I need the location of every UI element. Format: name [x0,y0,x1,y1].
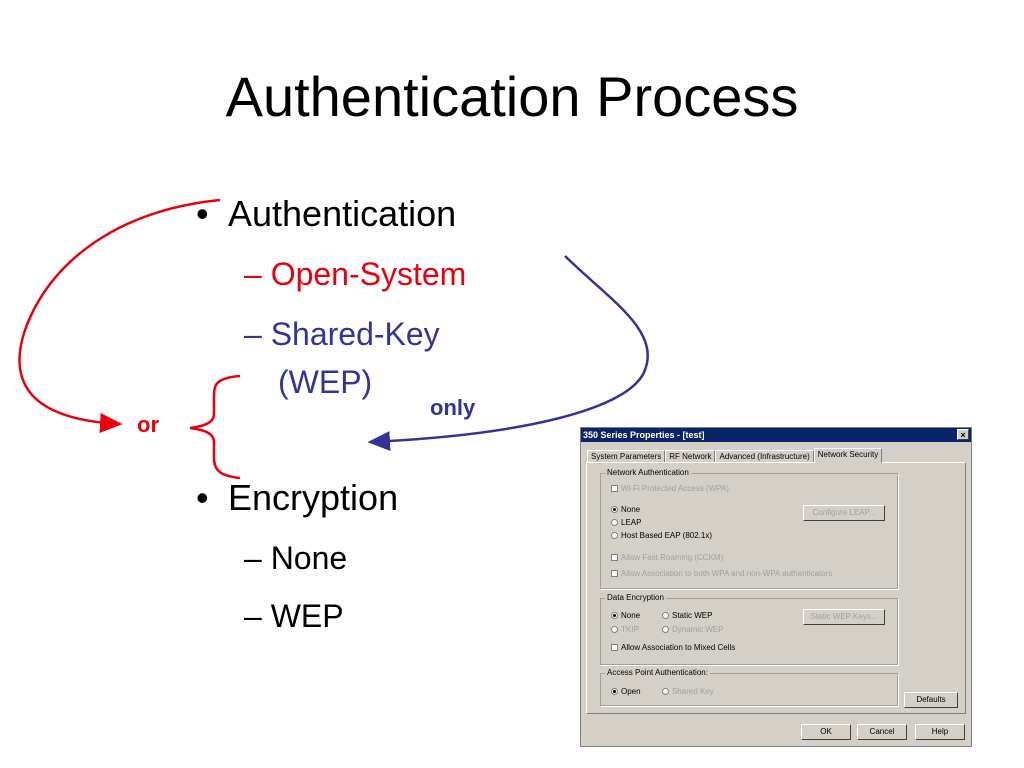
mixed-cells-checkbox[interactable]: Allow Association to Mixed Cells [611,642,735,653]
auth-leap-label: LEAP [621,518,642,527]
enc-tkip-label: TKIP [621,625,639,634]
annotation-or: or [137,412,159,437]
dialog-titlebar: 350 Series Properties - [test] × [581,428,971,442]
ap-open-label: Open [621,687,641,696]
radio [662,688,669,696]
bullet-authentication: •Authentication [196,192,456,236]
ap-authentication-legend: Access Point Authentication: [605,668,710,677]
enc-none-label: None [621,611,641,620]
enc-dynamic-wep-label: Dynamic WEP [672,625,724,634]
sub-shared-key-wep: (WEP) [278,364,373,400]
mixed-cells-label: Allow Association to Mixed Cells [621,643,736,652]
sub-dash: – [244,540,262,576]
enc-tkip-radio[interactable]: TKIP [611,624,639,635]
sub-open-system: – Open-System [244,254,466,294]
sub-wep: – WEP [244,596,344,636]
checkbox-box [611,485,618,493]
sub-shared-key-label: Shared-Key [270,316,440,352]
ap-shared-key-label: Shared Key [672,687,714,696]
fast-roaming-checkbox[interactable]: Allow Fast Roaming (CCKM) [611,552,723,563]
help-button[interactable]: Help [915,724,965,740]
annotation-only: only [430,395,476,420]
auth-none-radio[interactable]: None [611,504,640,515]
bullet-encryption-label: Encryption [228,477,399,518]
enc-static-wep-label: Static WEP [672,611,713,620]
sub-dash: – [244,256,262,292]
checkbox-box [611,554,618,562]
static-wep-keys-button[interactable]: Static WEP Keys... [803,609,885,625]
allow-association-label: Allow Association to both WPA and non-WP… [621,569,833,578]
dialog-title: 350 Series Properties - [test] [583,430,705,440]
properties-dialog: 350 Series Properties - [test] × System … [580,427,972,747]
close-icon[interactable]: × [957,429,969,440]
radio-selected [611,506,618,514]
ok-button[interactable]: OK [801,724,851,740]
data-encryption-group: Data Encryption None Static WEP TKIP Dyn… [600,593,898,665]
sub-dash: – [244,598,262,634]
fast-roaming-label: Allow Fast Roaming (CCKM) [621,553,724,562]
tab-bar: System Parameters RF Network Advanced (I… [587,448,883,463]
red-brace [189,374,241,480]
radio-selected [611,688,618,696]
configure-leap-button[interactable]: Configure LEAP... [803,505,885,521]
cancel-button[interactable]: Cancel [857,724,907,740]
blue-only-arrow [367,255,649,452]
tab-rf-network[interactable]: RF Network [665,450,716,463]
red-loop-arrow [18,198,221,433]
radio [611,532,618,540]
bullet-encryption: • Encryption [196,476,398,520]
sub-none-label: None [270,540,348,576]
wpa-label: Wi-Fi Protected Access (WPA) [621,484,729,493]
enc-static-wep-radio[interactable]: Static WEP [662,610,712,621]
ap-shared-key-radio[interactable]: Shared Key [662,686,714,697]
sub-none: – None [244,538,347,578]
sub-shared-key: – Shared-Key [244,314,440,354]
sub-dash: – [244,316,262,352]
ap-open-radio[interactable]: Open [611,686,641,697]
tab-network-security[interactable]: Network Security [813,448,883,463]
radio-selected [611,612,618,620]
radio [662,612,669,620]
sub-wep-label: WEP [270,598,344,634]
defaults-button[interactable]: Defaults [904,692,958,708]
bullet-authentication-label: Authentication [228,193,457,234]
sub-open-system-label: Open-System [270,256,467,292]
enc-none-radio[interactable]: None [611,610,640,621]
enc-dynamic-wep-radio[interactable]: Dynamic WEP [662,624,724,635]
network-authentication-group: Network Authentication Wi-Fi Protected A… [600,468,898,589]
checkbox-box [611,644,618,652]
network-authentication-legend: Network Authentication [605,468,691,477]
network-security-panel: Network Authentication Wi-Fi Protected A… [586,462,966,714]
tab-system-parameters[interactable]: System Parameters [587,450,666,463]
auth-leap-radio[interactable]: LEAP [611,517,641,528]
ap-authentication-group: Access Point Authentication: Open Shared… [600,668,898,706]
data-encryption-legend: Data Encryption [605,593,666,602]
auth-none-label: None [621,505,641,514]
tab-advanced-infrastructure[interactable]: Advanced (Infrastructure) [715,450,814,463]
allow-association-checkbox[interactable]: Allow Association to both WPA and non-WP… [611,568,832,579]
checkbox-box [611,570,618,578]
radio [662,626,669,634]
auth-host-eap-radio[interactable]: Host Based EAP (802.1x) [611,530,712,541]
bullet-dot: • [196,477,209,518]
auth-host-eap-label: Host Based EAP (802.1x) [621,531,713,540]
wpa-checkbox[interactable]: Wi-Fi Protected Access (WPA) [611,483,729,494]
radio [611,519,618,527]
slide-title: Authentication Process [225,65,799,128]
radio [611,626,618,634]
